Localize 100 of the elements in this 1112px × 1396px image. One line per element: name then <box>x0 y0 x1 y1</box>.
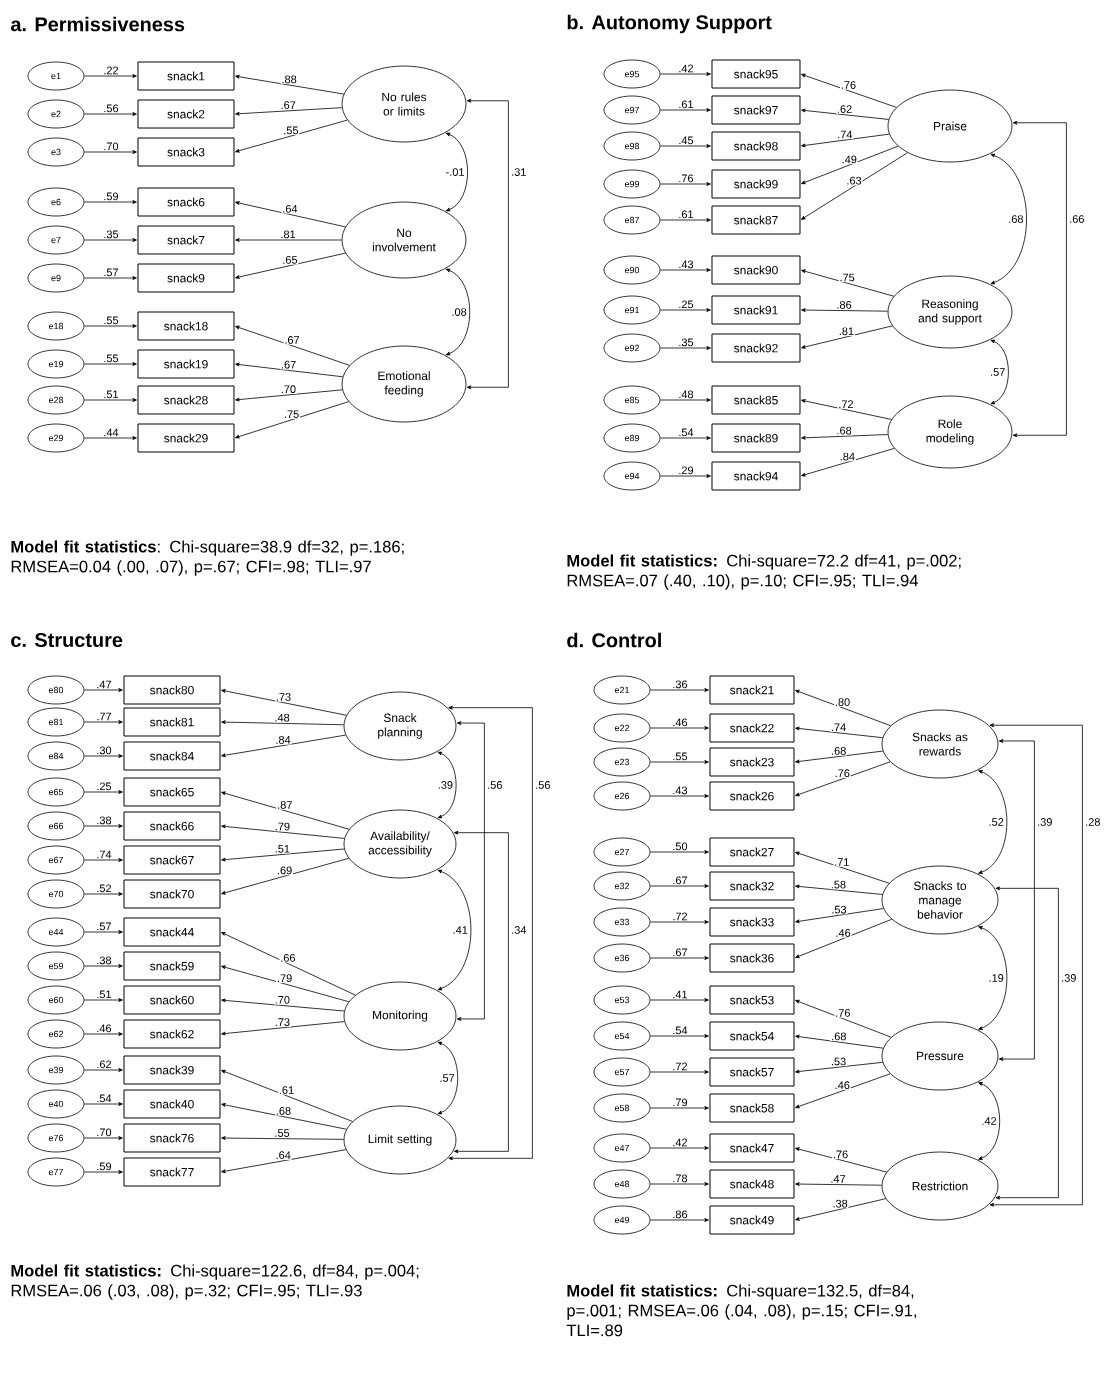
arrow <box>795 1198 887 1221</box>
arrow <box>660 346 711 350</box>
arrow <box>221 734 346 758</box>
arrow <box>235 201 346 228</box>
arrow <box>221 1103 347 1130</box>
arrow <box>650 1218 709 1222</box>
arrow <box>660 436 711 440</box>
arrow <box>795 851 890 884</box>
covariance-arrow <box>445 268 471 356</box>
arrow <box>221 998 345 1012</box>
fit-statistics: Model fit statistics: Chi-square=132.5, df=84, p=.001; RMSEA=.06 (.04, .08), p=.15; CFI=.91, TLI=.89 <box>566 1284 917 1337</box>
arrow <box>221 848 345 862</box>
arrow <box>235 252 346 279</box>
arrow <box>235 74 345 95</box>
arrow <box>801 434 889 440</box>
arrow <box>84 688 123 692</box>
arrow <box>660 308 711 312</box>
arrow <box>650 794 709 798</box>
arrow <box>650 1034 709 1038</box>
arrow <box>235 119 348 153</box>
arrow <box>660 182 711 186</box>
covariance-arrow <box>445 132 468 212</box>
arrow <box>84 754 123 758</box>
arrow <box>801 73 897 108</box>
arrow <box>84 238 137 242</box>
arrow <box>795 689 891 727</box>
covariance-arrow <box>978 770 1008 874</box>
panel-title: c. Structure <box>11 632 123 648</box>
arrow <box>221 1021 345 1036</box>
arrow <box>795 1061 883 1074</box>
arrow <box>84 362 137 366</box>
arrow <box>650 1070 709 1074</box>
arrow <box>235 401 349 439</box>
covariance-arrow <box>437 869 472 991</box>
arrow <box>84 1136 123 1140</box>
arrow <box>84 150 137 154</box>
covariance-arrow <box>989 723 1083 1207</box>
panel-title: a. Permissiveness <box>11 16 185 32</box>
arrow <box>84 398 137 402</box>
arrow <box>650 688 709 692</box>
arrow <box>84 74 137 78</box>
covariance-arrow <box>990 153 1027 285</box>
arrow <box>221 1069 353 1122</box>
arrow <box>84 964 123 968</box>
arrow <box>660 144 711 148</box>
arrow <box>801 152 908 220</box>
arrow <box>84 790 123 794</box>
arrow <box>221 857 350 895</box>
panel-title: b. Autonomy Support <box>567 14 772 34</box>
arrow <box>221 720 345 726</box>
arrow <box>801 399 892 420</box>
arrow <box>650 1146 709 1150</box>
arrow <box>84 436 137 440</box>
arrow <box>660 108 711 112</box>
arrow <box>801 269 895 297</box>
fit-statistics: Model fit statistics: Chi-square=122.6, df=84, p=.004; RMSEA=.06 (.03, .08), p=.32; CFI=.95; TLI=.93 <box>11 1264 419 1300</box>
covariance-arrow <box>437 1041 459 1115</box>
arrow <box>795 750 884 764</box>
arrow <box>650 850 709 854</box>
arrow <box>235 238 342 242</box>
covariance-arrow <box>978 1082 1001 1160</box>
arrow <box>650 760 709 764</box>
arrow <box>221 1149 347 1174</box>
covariance-arrow <box>998 739 1035 1061</box>
arrow <box>235 389 343 402</box>
arrow <box>801 133 890 148</box>
arrow <box>84 324 137 328</box>
arrow <box>650 726 709 730</box>
arrow <box>84 200 137 204</box>
arrow <box>84 858 123 862</box>
arrow <box>235 325 350 366</box>
arrow <box>84 1032 123 1036</box>
arrow <box>795 884 883 895</box>
arrow <box>650 1182 709 1186</box>
arrow <box>221 824 345 839</box>
arrow <box>84 276 137 280</box>
arrow <box>84 892 123 896</box>
arrow <box>660 474 711 478</box>
arrow <box>660 268 711 272</box>
arrow <box>235 362 344 378</box>
covariance-arrow <box>453 830 509 1154</box>
arrow <box>650 920 709 924</box>
arrow <box>650 1106 709 1110</box>
arrow <box>221 932 356 996</box>
arrow <box>650 998 709 1002</box>
arrow <box>795 726 883 739</box>
arrow <box>84 112 137 116</box>
arrow <box>221 791 350 830</box>
arrow <box>801 325 893 349</box>
panel-title: d. Control <box>567 632 661 648</box>
arrow <box>801 448 895 477</box>
arrow <box>84 824 123 828</box>
arrow <box>795 1034 884 1049</box>
covariance-arrow <box>995 886 1059 1200</box>
covariance-arrow <box>1012 120 1067 438</box>
arrow <box>795 1182 882 1186</box>
arrow <box>801 145 899 185</box>
arrow <box>795 761 891 797</box>
arrow <box>221 689 347 716</box>
arrow <box>650 884 709 888</box>
